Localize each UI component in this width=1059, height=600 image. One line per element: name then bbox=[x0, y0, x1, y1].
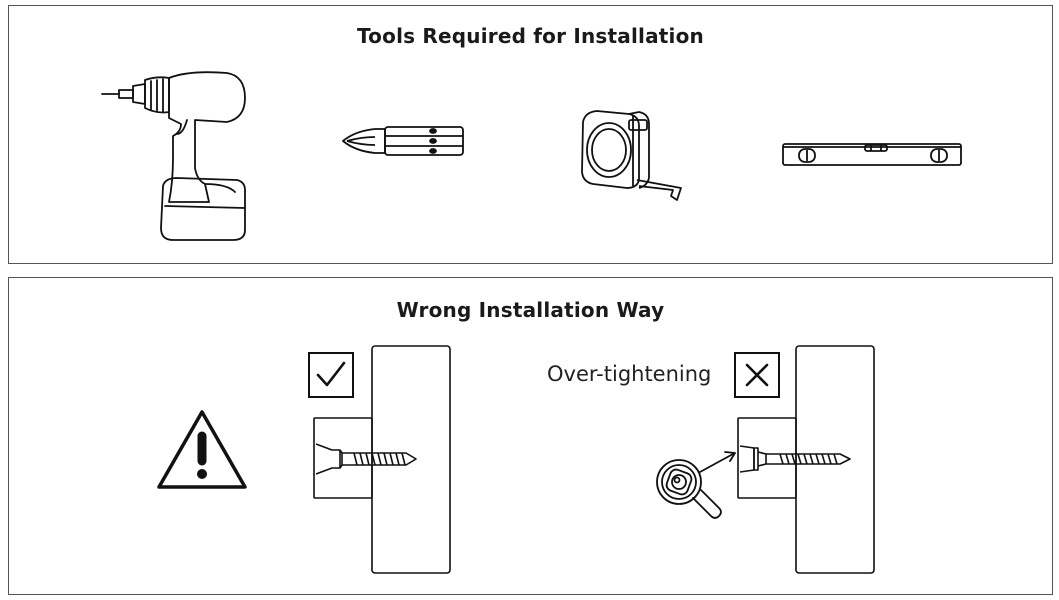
warning-icon bbox=[155, 406, 249, 492]
tools-panel-title: Tools Required for Installation bbox=[357, 24, 704, 48]
checkmark-icon bbox=[307, 351, 355, 399]
tools-panel: Tools Required for Installation bbox=[8, 5, 1053, 264]
cross-icon bbox=[733, 351, 781, 399]
correct-installation-diagram bbox=[312, 344, 460, 576]
screwdriver-bit-icon bbox=[339, 121, 467, 161]
tape-measure-icon bbox=[577, 108, 692, 203]
wrong-installation-diagram bbox=[736, 344, 884, 576]
wrong-installation-panel: Wrong Installation Way Over-tightening bbox=[8, 277, 1053, 595]
over-tightening-label: Over-tightening bbox=[547, 362, 712, 386]
drill-icon bbox=[99, 68, 249, 243]
spirit-level-icon bbox=[781, 140, 965, 170]
wrong-panel-title: Wrong Installation Way bbox=[396, 298, 665, 322]
magnifier-icon bbox=[653, 446, 743, 526]
